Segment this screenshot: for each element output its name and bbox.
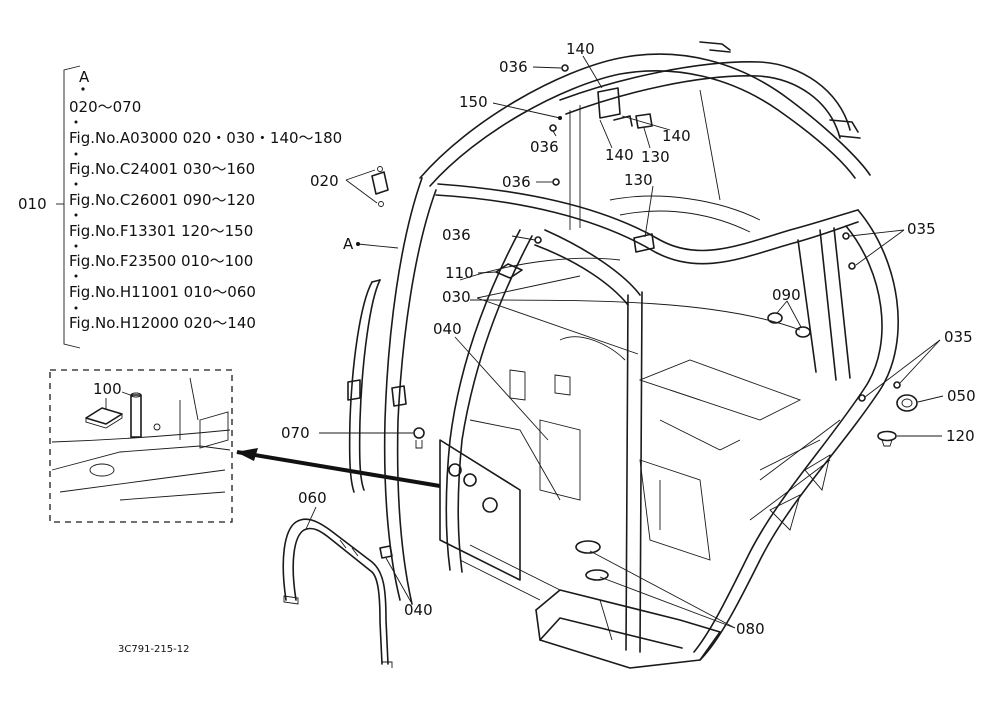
detail-inset (49, 369, 233, 523)
callout-035-a: 035 (907, 220, 936, 238)
callout-040-b: 040 (404, 601, 433, 619)
legend-figure-7: Fig.No.H12000 020～140 (69, 314, 256, 332)
callout-036-a: 036 (499, 58, 528, 76)
legend-figure-3: Fig.No.C26001 090～120 (69, 191, 255, 209)
callout-140-b: 140 (662, 127, 691, 145)
callout-100: 100 (93, 380, 122, 398)
legend-figure-4: Fig.No.F13301 120～150 (69, 222, 253, 240)
callout-140-a: 140 (566, 40, 595, 58)
callout-080: 080 (736, 620, 765, 638)
legend-bracket (56, 65, 85, 349)
inset-pointer-arrow (236, 448, 441, 488)
legend-figure-2: Fig.No.C24001 030～160 (69, 160, 255, 178)
callout-090: 090 (772, 286, 801, 304)
callout-130-b: 130 (624, 171, 653, 189)
callout-060: 060 (298, 489, 327, 507)
legend-root-label: 010 (18, 195, 47, 213)
legend-header: A (79, 68, 90, 86)
callout-036-c: 036 (502, 173, 531, 191)
legend-figure-1: Fig.No.A03000 020・030・140～180 (69, 129, 342, 147)
callout-036-b: 036 (530, 138, 559, 156)
legend-range-line: 020～070 (69, 98, 141, 116)
leader-lines (305, 55, 944, 629)
legend-figure-6: Fig.No.H11001 010～060 (69, 283, 256, 301)
callout-130-a: 130 (641, 148, 670, 166)
callout-A: A (343, 235, 354, 253)
callout-110: 110 (445, 264, 474, 282)
callout-050: 050 (947, 387, 976, 405)
cabin-frame (282, 41, 918, 669)
callout-035-b: 035 (944, 328, 973, 346)
callout-040-a: 040 (433, 320, 462, 338)
callout-140-c: 140 (605, 146, 634, 164)
callout-labels: 036 140 150 036 140 130 140 020 036 130 … (281, 40, 976, 638)
callout-070: 070 (281, 424, 310, 442)
callout-020: 020 (310, 172, 339, 190)
callout-150: 150 (459, 93, 488, 111)
callout-036-d: 036 (442, 226, 471, 244)
legend-figure-5: Fig.No.F23500 010～100 (69, 252, 253, 270)
callout-030: 030 (442, 288, 471, 306)
callout-120: 120 (946, 427, 975, 445)
drawing-code: 3C791-215-12 (118, 644, 189, 655)
